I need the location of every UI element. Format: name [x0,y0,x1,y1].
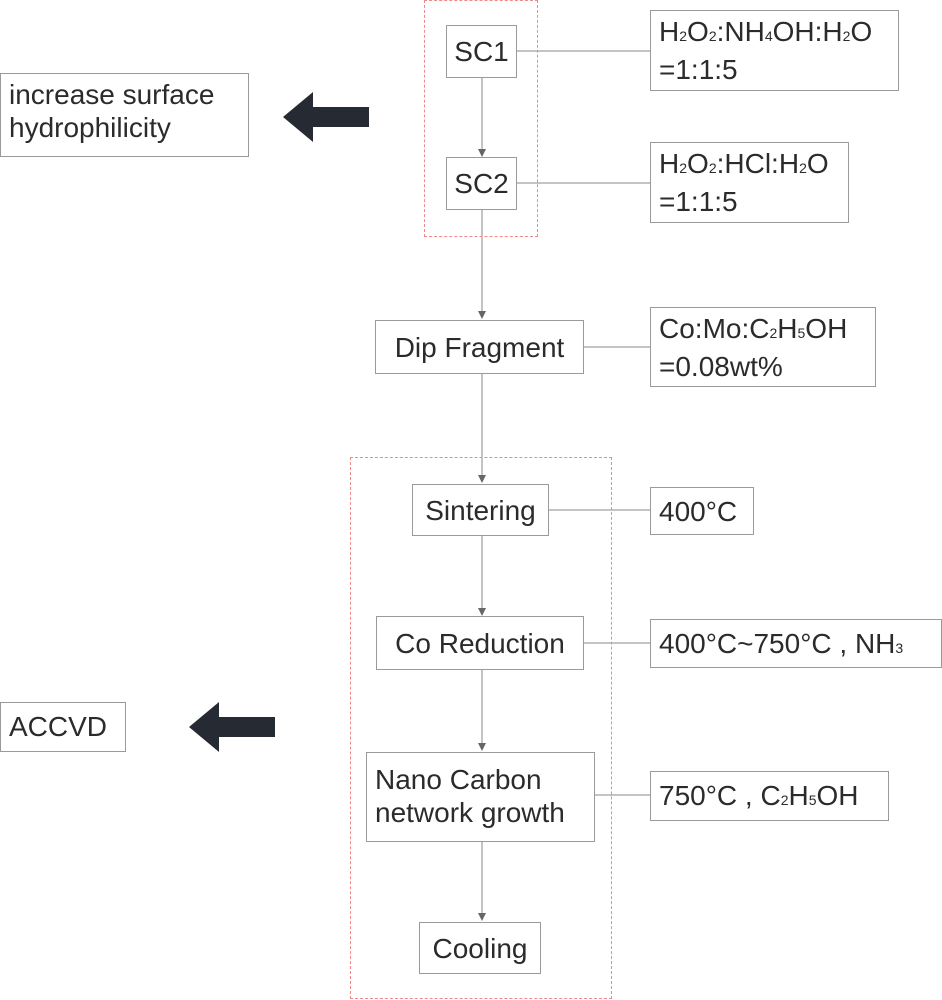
left-arrow-icon [283,92,369,142]
step-nano-carbon-growth: Nano Carbon network growth [366,752,595,842]
condition-line2: =1:1:5 [659,54,738,85]
condition-line1: Co:Mo:C2H5OH [659,313,848,344]
left-arrow-icon [189,702,275,752]
condition-text: 400°C~750°C , NH3 [659,628,904,659]
label-increase-surface-hydrophilicity: increase surface hydrophilicity [0,73,249,157]
step-cooling: Cooling [419,922,541,974]
step-co-reduction: Co Reduction [376,616,584,670]
label-line2: hydrophilicity [9,112,171,143]
step-sc1: SC1 [446,25,517,78]
condition-line2: =0.08wt% [659,351,783,382]
condition-text: 750°C , C2H5OH [659,780,859,811]
step-sc2: SC2 [446,157,517,210]
condition-sintering: 400°C [650,487,754,535]
step-label: Cooling [432,932,528,964]
condition-line2: =1:1:5 [659,186,738,217]
label-line1: increase surface [9,79,215,110]
label-text: ACCVD [9,711,108,742]
step-label-line2: network growth [375,797,565,828]
step-label: Dip Fragment [394,331,565,363]
step-label-line1: Nano Carbon [375,764,542,795]
condition-dip: Co:Mo:C2H5OH =0.08wt% [650,307,876,387]
step-sintering: Sintering [412,484,549,536]
condition-nano: 750°C , C2H5OH [650,771,889,821]
condition-text: 400°C [659,496,738,527]
wet-cleaning-group [424,0,538,237]
condition-co-reduction: 400°C~750°C , NH3 [650,619,942,668]
condition-sc2: H2O2:HCl:H2O =1:1:5 [650,142,849,223]
condition-line1: H2O2:NH4OH:H2O [659,16,873,47]
step-label: SC2 [454,168,509,199]
step-label: Co Reduction [395,627,565,659]
condition-line1: H2O2:HCl:H2O [659,148,829,179]
step-label: Sintering [425,494,536,526]
step-label: SC1 [454,36,509,67]
step-dip-fragment: Dip Fragment [375,320,584,374]
label-accvd: ACCVD [0,702,126,752]
condition-sc1: H2O2:NH4OH:H2O =1:1:5 [650,10,899,91]
accvd-process-group [350,457,612,999]
